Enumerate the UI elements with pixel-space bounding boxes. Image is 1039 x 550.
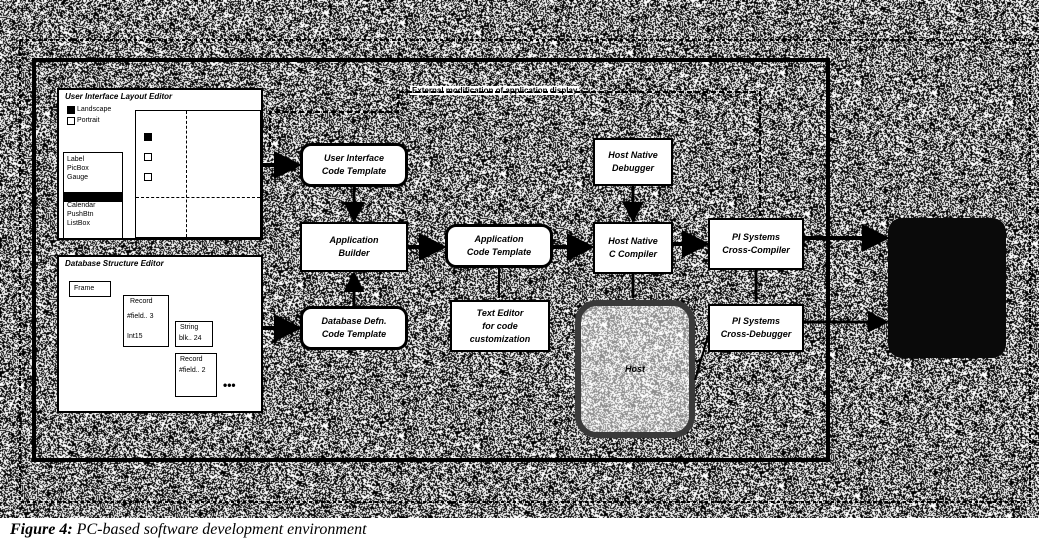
record2-box[interactable]: Record #field.. 2: [175, 353, 217, 397]
canvas-checkbox-2[interactable]: [144, 153, 152, 161]
widget-list[interactable]: Label PicBox Gauge Calendar PushBtn List…: [63, 152, 123, 240]
widget-gauge[interactable]: Gauge: [67, 174, 89, 181]
widget-listbox[interactable]: ListBox: [67, 220, 90, 227]
host-disk-cylinder: Host: [575, 300, 695, 438]
db-code-template-label: Database Defn. Code Template: [321, 316, 387, 339]
guide-horizontal: [136, 197, 260, 198]
widget-picbox[interactable]: PicBox: [67, 165, 89, 172]
frame-box[interactable]: Frame: [69, 281, 111, 297]
widget-selected-row[interactable]: [64, 192, 122, 202]
database-structure-editor: Database Structure Editor Frame Record #…: [57, 255, 263, 413]
widget-calendar[interactable]: Calendar: [67, 202, 96, 209]
layout-canvas[interactable]: [135, 110, 261, 238]
application-code-template-label: Application Code Template: [466, 234, 532, 257]
landscape-label: Landscape: [77, 106, 112, 113]
string-header: String: [180, 324, 199, 331]
record-field-1: #field.. 3: [127, 313, 154, 320]
db-editor-title: Database Structure Editor: [65, 259, 164, 268]
text-editor-block: Text Editor for code customization: [450, 300, 550, 352]
figure-caption: Figure 4: PC-based software development …: [10, 521, 367, 539]
more-indicator: •••: [223, 378, 236, 392]
pi-cross-debugger-label: PI Systems Cross-Debugger: [720, 316, 792, 339]
host-debugger-block: Host Native Debugger: [593, 138, 673, 186]
ui-code-template-block: User Interface Code Template: [300, 143, 408, 187]
portrait-checkbox[interactable]: [67, 117, 75, 125]
record-header: Record: [130, 298, 153, 305]
application-code-template-block: Application Code Template: [445, 224, 553, 268]
application-builder-label: Application Builder: [329, 235, 379, 258]
widget-label[interactable]: Label: [67, 156, 85, 163]
landscape-checkbox[interactable]: [67, 106, 75, 114]
record2-header: Record: [180, 356, 203, 363]
feedback-label: External modification of application dis…: [410, 86, 580, 95]
host-disk-label: Host: [625, 364, 645, 374]
feedback-path: [269, 91, 761, 216]
string-field: blk.. 24: [179, 335, 202, 342]
canvas-checkbox-1[interactable]: [144, 133, 152, 141]
canvas-checkbox-3[interactable]: [144, 173, 152, 181]
pi-cross-compiler-block: PI Systems Cross-Compiler: [708, 218, 804, 270]
caption-text: PC-based software development environmen…: [76, 521, 367, 538]
ui-layout-editor: User Interface Layout Editor Landscape P…: [57, 88, 263, 240]
text-editor-label: Text Editor for code customization: [469, 307, 531, 344]
pi-cross-compiler-label: PI Systems Cross-Compiler: [722, 232, 790, 255]
ui-editor-title: User Interface Layout Editor: [65, 92, 173, 101]
portrait-label: Portrait: [77, 117, 100, 124]
halftone-border: [19, 39, 1031, 503]
string-box[interactable]: String blk.. 24: [175, 321, 213, 347]
connector-disk-pi-debugger: [694, 335, 709, 381]
caption-figure-number: Figure 4:: [10, 521, 73, 538]
widget-pushbtn[interactable]: PushBtn: [67, 211, 94, 218]
ui-code-template-label: User Interface Code Template: [321, 153, 387, 176]
record-field-2: Int15: [127, 333, 143, 340]
frame-label: Frame: [74, 285, 95, 292]
host-debugger-label: Host Native Debugger: [608, 150, 658, 173]
outer-frame: [32, 58, 830, 462]
connector-overlay: [19, 39, 1031, 503]
figure-area: External modification of application dis…: [0, 0, 1039, 518]
record-box[interactable]: Record #field.. 3 Int15: [123, 295, 169, 347]
pi-cross-debugger-block: PI Systems Cross-Debugger: [708, 304, 804, 352]
guide-vertical: [186, 111, 187, 237]
record2-field: #field.. 2: [179, 367, 206, 374]
target-storage-cylinder: [888, 218, 1006, 358]
host-compiler-label: Host Native C Compiler: [608, 236, 658, 259]
